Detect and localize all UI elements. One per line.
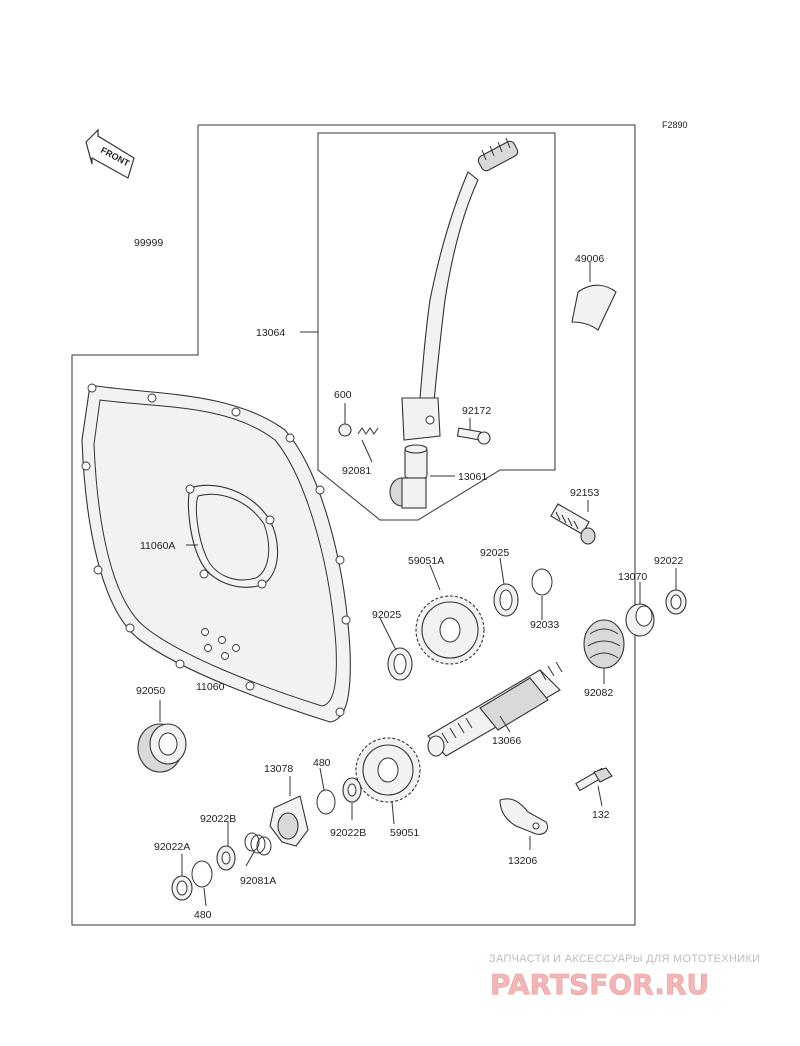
- watermark-logo: PARTSFOR.RU: [490, 968, 709, 1001]
- assembly-frame: [71, 124, 636, 926]
- label-92022B-b: 92022B: [330, 827, 366, 839]
- diagram-code: F2890: [662, 120, 688, 130]
- kick-lever-frame: [317, 132, 556, 521]
- part-92172-bolt: [456, 427, 491, 445]
- part-49006-rubber: [571, 284, 617, 331]
- part-92081-spring: [357, 427, 379, 435]
- front-arrow-icon: FRONT: [85, 128, 135, 179]
- part-13066-shaft: [427, 661, 563, 757]
- part-92153-bolt: [550, 503, 596, 545]
- part-59051A-gear: [415, 595, 485, 665]
- label-11060A: 11060A: [140, 540, 175, 552]
- label-600: 600: [334, 389, 352, 401]
- part-480-washer-a: [316, 789, 336, 815]
- part-480-washer-b: [191, 860, 213, 888]
- label-59051A: 59051A: [408, 555, 444, 567]
- part-92081A-spring: [244, 832, 272, 856]
- label-49006: 49006: [575, 253, 604, 265]
- label-92082: 92082: [584, 687, 613, 699]
- label-13061: 13061: [458, 471, 487, 483]
- label-92081: 92081: [342, 465, 371, 477]
- part-92033-circlip: [531, 568, 553, 596]
- label-92022B-a: 92022B: [200, 813, 236, 825]
- part-13061-boss: [389, 444, 428, 509]
- label-480-b: 480: [194, 909, 212, 921]
- label-59051: 59051: [390, 827, 419, 839]
- label-92022: 92022: [654, 555, 683, 567]
- part-92082-spring: [583, 619, 625, 669]
- label-13064: 13064: [256, 327, 285, 339]
- label-92025-b: 92025: [372, 609, 401, 621]
- label-92022A: 92022A: [154, 841, 190, 853]
- label-13206: 13206: [508, 855, 537, 867]
- label-13066: 13066: [492, 735, 521, 747]
- label-99999: 99999: [134, 237, 163, 249]
- part-59051-gear: [355, 737, 421, 803]
- part-11060A-gasket: [185, 484, 279, 589]
- part-13078-ratchet: [269, 795, 309, 847]
- label-92081A: 92081A: [240, 875, 276, 887]
- part-92050-seal: [137, 723, 187, 773]
- label-92172: 92172: [462, 405, 491, 417]
- label-13070: 13070: [618, 571, 647, 583]
- label-132: 132: [592, 809, 610, 821]
- label-92025-a: 92025: [480, 547, 509, 559]
- label-92033: 92033: [530, 619, 559, 631]
- part-13206-guide: [499, 798, 549, 835]
- part-13070-collar: [625, 603, 655, 637]
- label-13078: 13078: [264, 763, 293, 775]
- kick-pedal-lever: [401, 137, 519, 441]
- part-132-bolt: [575, 767, 613, 792]
- label-11060: 11060: [196, 681, 225, 693]
- label-92050: 92050: [136, 685, 165, 697]
- watermark-tagline: ЗАПЧАСТИ И АКСЕССУАРЫ ДЛЯ МОТОТЕХНИКИ: [489, 953, 760, 965]
- leader-lines: [159, 262, 677, 907]
- label-92153: 92153: [570, 487, 599, 499]
- part-600-ball: [338, 423, 352, 437]
- label-480-a: 480: [313, 757, 331, 769]
